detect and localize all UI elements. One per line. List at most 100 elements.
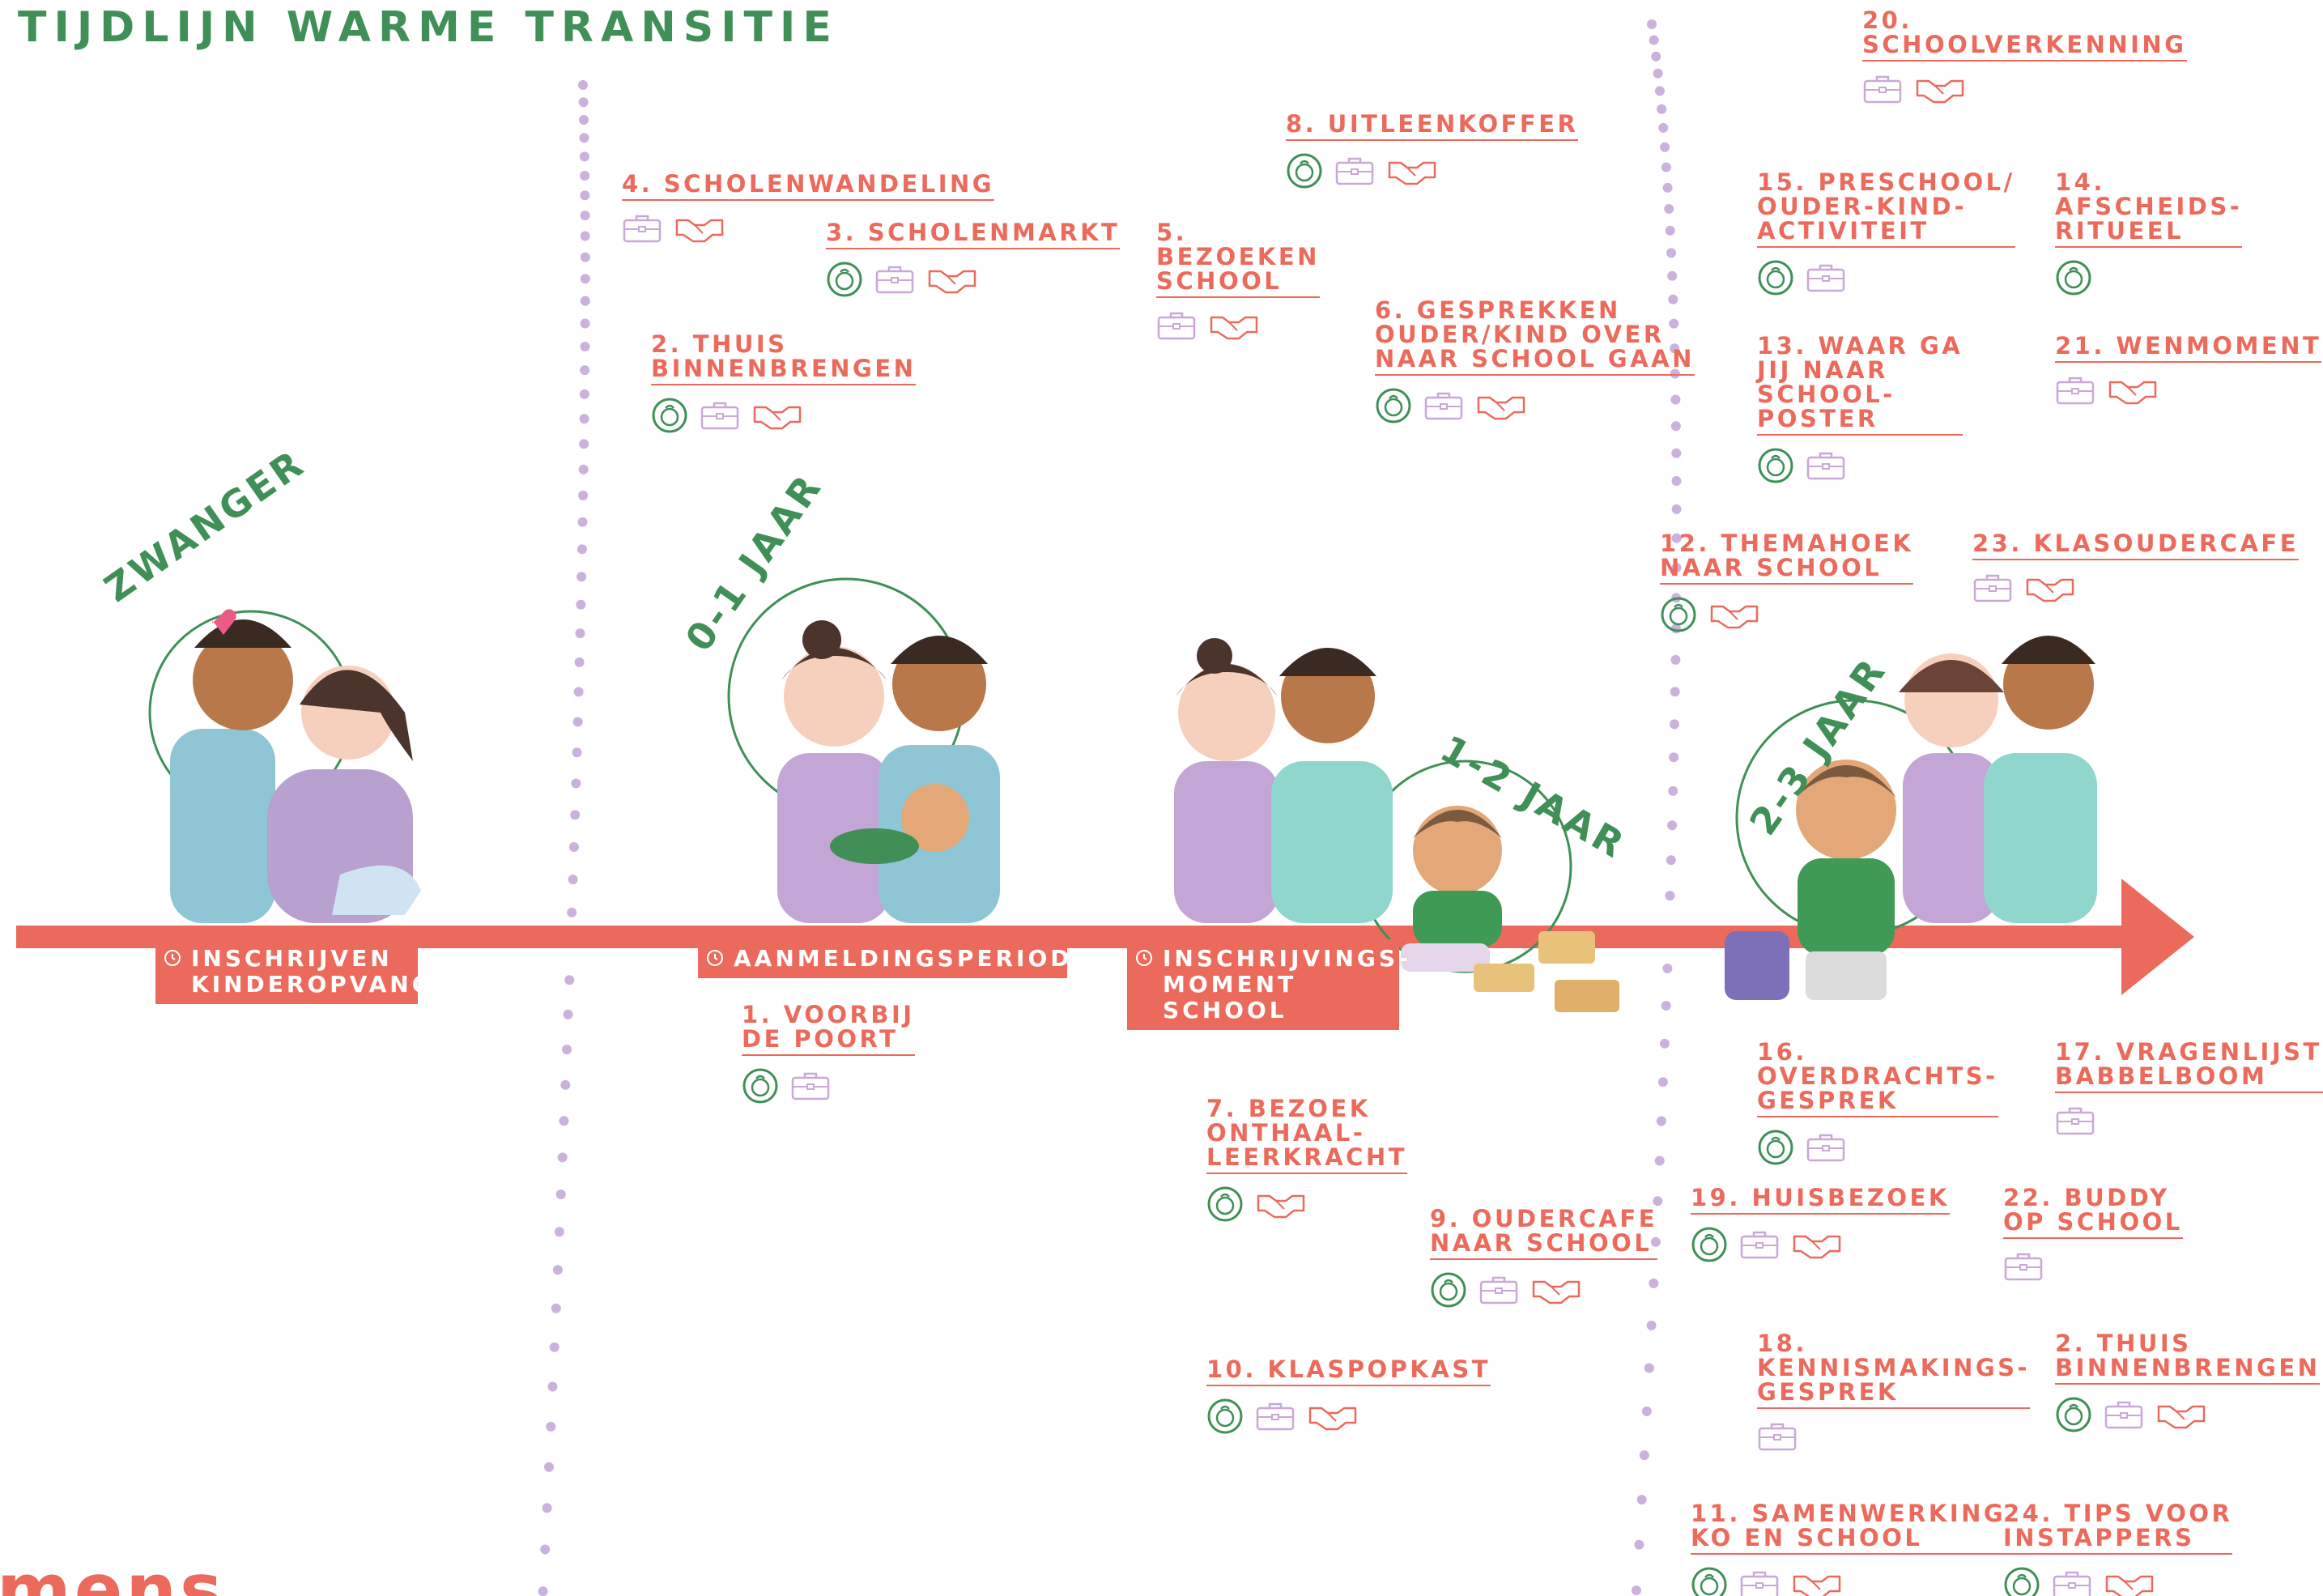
divider-dot	[1644, 1363, 1654, 1373]
illustration-toddler-playing	[1401, 806, 1619, 1012]
activity-icons	[2003, 1250, 2183, 1286]
divider-dot	[560, 1079, 571, 1090]
suitcase-icon	[790, 1070, 831, 1105]
activity-label-line: BEZOEKEN	[1156, 243, 1320, 270]
divider-dot	[562, 1045, 572, 1055]
divider-dot	[1671, 504, 1682, 514]
divider-dot	[1670, 394, 1681, 405]
activity-17-vragenlijst: 17. VRAGENLIJST +BABBELBOOM	[2055, 1040, 2323, 1140]
divider-dot	[552, 1265, 563, 1275]
divider-dot	[576, 572, 587, 582]
tag-line: MOMENT	[1163, 971, 1297, 998]
activity-label-line: 5.	[1156, 219, 1188, 246]
divider-dot	[580, 190, 590, 201]
handshake-icon	[1791, 1230, 1843, 1262]
handshake-icon	[2104, 1570, 2155, 1596]
handshake-icon	[1708, 600, 1760, 632]
activity-4-scholenwandeling: 4. SCHOLENWANDELING	[622, 172, 995, 248]
activity-icons	[1757, 259, 2015, 300]
divider-dot	[1671, 563, 1682, 573]
divider-dot	[1671, 448, 1682, 458]
suitcase-icon	[1739, 1228, 1780, 1264]
activity-label-line: BINNENBRENGEN	[2055, 1354, 2321, 1381]
suitcase-icon	[1806, 1131, 1846, 1167]
divider-dot	[1666, 248, 1676, 258]
divider-dot	[1664, 204, 1674, 214]
activity-label: 20.SCHOOLVERKENNING	[1862, 8, 2187, 62]
activity-icons	[2055, 259, 2242, 300]
divider-dot	[1639, 1450, 1649, 1461]
divider-dot	[1666, 855, 1676, 866]
illustration-parents	[1174, 638, 1393, 923]
activity-icons	[1375, 387, 1695, 428]
activity-16-overdrachtsgesprek: 16.OVERDRACHTS-GESPREK	[1757, 1040, 1998, 1169]
divider-dot	[544, 1462, 554, 1472]
divider-dot	[1653, 1196, 1663, 1207]
divider-dot	[570, 810, 581, 820]
activity-label: 4. SCHOLENWANDELING	[622, 172, 995, 201]
baby-icon	[2003, 1566, 2040, 1596]
divider-dot	[576, 599, 586, 610]
activity-label-line: 8. UITLEENKOFFER	[1286, 110, 1579, 138]
suitcase-icon	[1806, 262, 1846, 297]
divider-dot	[1671, 476, 1682, 486]
activity-icons	[1862, 73, 2187, 109]
divider-dot	[1654, 86, 1665, 96]
divider-dot	[571, 778, 581, 789]
activity-label-line: 9. OUDERCAFE	[1430, 1205, 1658, 1232]
divider-dot	[580, 171, 590, 181]
handshake-icon	[926, 265, 978, 297]
suitcase-icon	[1334, 155, 1375, 190]
baby-icon	[1286, 152, 1323, 193]
activity-label-line: AFSCHEIDS-	[2055, 193, 2243, 220]
activity-label-line: NAAR SCHOOL	[1430, 1229, 1653, 1257]
activity-label-line: 14.	[2055, 168, 2105, 196]
divider-dot	[579, 115, 589, 125]
illustration-parents-with-baby	[777, 620, 1000, 923]
activity-label-line: INSTAPPERS	[2003, 1524, 2195, 1551]
tag-line: SCHOOL	[1163, 997, 1287, 1024]
activity-label-line: LEERKRACHT	[1206, 1143, 1408, 1171]
handshake-icon	[674, 214, 725, 246]
divider-dot	[557, 1152, 568, 1163]
activity-label-line: JIJ NAAR	[1757, 356, 1888, 384]
divider-dot	[1657, 1077, 1668, 1087]
divider-dot	[551, 1303, 561, 1313]
divider-dot	[578, 97, 589, 108]
divider-dot	[572, 747, 582, 758]
suitcase-icon	[2055, 1104, 2095, 1140]
tag-inschrijvingsmoment-school: INSCHRIJVINGS- MOMENT SCHOOL	[1127, 939, 1408, 1030]
suitcase-icon	[700, 399, 740, 435]
divider-dot	[1658, 122, 1669, 133]
divider-dot	[568, 842, 579, 852]
divider-dot	[1668, 294, 1678, 304]
divider-dot	[549, 1342, 559, 1352]
divider-dot	[579, 439, 589, 449]
divider-dot	[564, 975, 575, 985]
divider-dot	[555, 1190, 566, 1199]
divider-dot	[1654, 1156, 1665, 1166]
baby-icon	[1430, 1271, 1467, 1312]
divider-dot	[580, 252, 590, 262]
activity-icons	[651, 397, 916, 437]
divider-dot	[1670, 654, 1681, 665]
suitcase-icon	[1862, 73, 1903, 109]
suitcase-icon	[1972, 572, 2013, 607]
clock-icon	[164, 950, 181, 966]
divider-dot	[547, 1381, 558, 1392]
handshake-icon	[2155, 1400, 2207, 1432]
divider-dot	[1670, 687, 1680, 697]
baby-icon	[1206, 1185, 1244, 1226]
activity-icons	[742, 1067, 915, 1108]
